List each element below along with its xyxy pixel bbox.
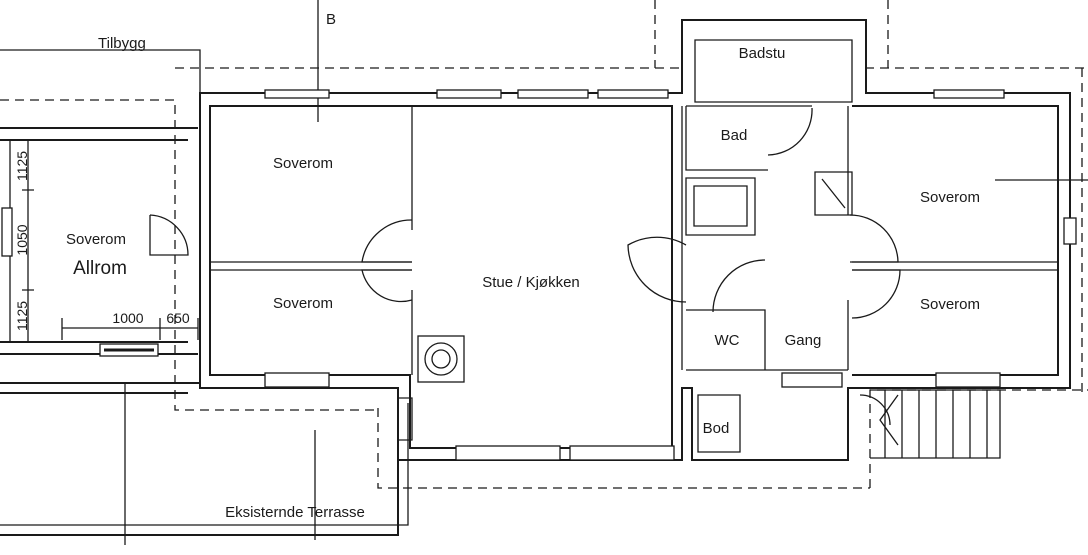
windows	[1, 89, 1077, 461]
label-soverom-ne: Soverom	[920, 189, 980, 206]
reference-lines	[0, 0, 1088, 181]
label-stue-kjokken: Stue / Kjøkken	[482, 274, 580, 291]
label-soverom-sw: Soverom	[273, 295, 333, 312]
label-terrasse: Eksisternde Terrasse	[225, 504, 365, 521]
stove	[417, 335, 465, 383]
dim-v-bottom: 1125	[14, 301, 30, 331]
label-badstu: Badstu	[739, 45, 786, 62]
dim-v-mid: 1050	[14, 224, 30, 255]
dashed-outlines	[0, 0, 1088, 489]
label-soverom-nw: Soverom	[273, 155, 333, 172]
doors	[149, 107, 901, 426]
stairs	[870, 389, 1001, 459]
label-soverom-annex: Soverom	[66, 231, 126, 248]
dimension-lines	[22, 139, 199, 343]
label-bod: Bod	[703, 420, 730, 437]
dim-h-left: 1000	[112, 310, 143, 326]
label-soverom-se: Soverom	[920, 296, 980, 313]
label-section-b: B	[326, 11, 336, 28]
main-walls	[0, 19, 1071, 545]
label-bad: Bad	[721, 127, 748, 144]
dim-v-top: 1125	[14, 151, 30, 181]
label-tilbygg: Tilbygg	[98, 35, 146, 52]
label-wc: WC	[715, 332, 740, 349]
label-gang: Gang	[785, 332, 822, 349]
label-allrom: Allrom	[73, 258, 127, 279]
partitions	[210, 39, 1058, 453]
dim-h-right: 650	[166, 310, 190, 326]
